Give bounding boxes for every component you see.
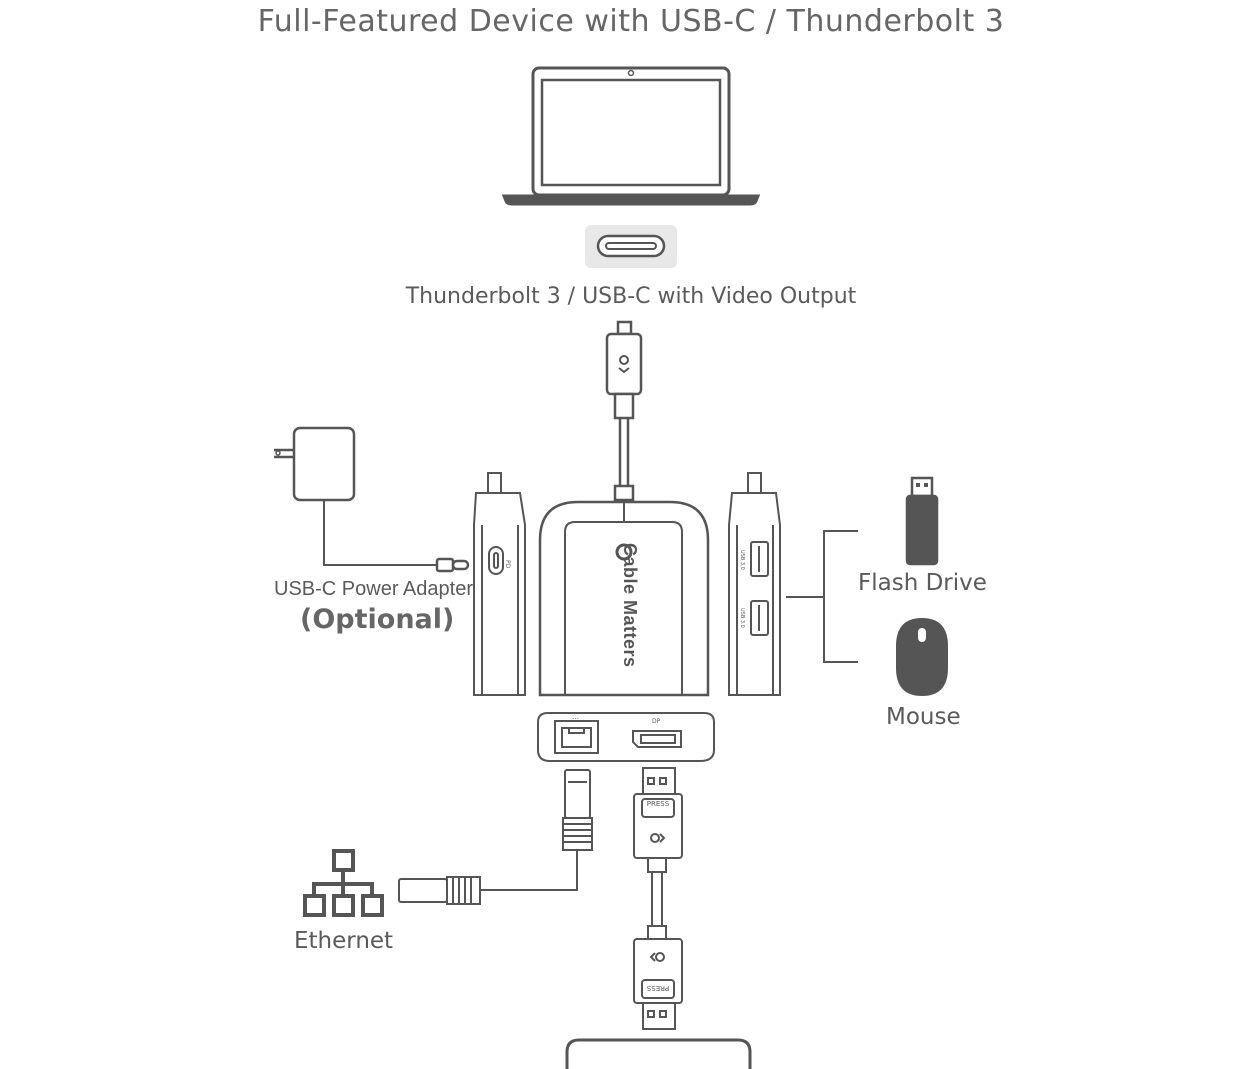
- usb-c-cable: [605, 320, 643, 502]
- ethernet-network-icon: [303, 849, 384, 917]
- accessory-bracket: [786, 530, 858, 663]
- monitor-icon: [565, 1038, 752, 1069]
- hub-front-panel: [537, 712, 715, 762]
- hub-icon: [538, 500, 710, 697]
- brand-logo-icon: [615, 543, 633, 561]
- dp-port-mark: DP: [652, 718, 661, 725]
- dp-press-mark-bottom: PRESS: [646, 984, 669, 992]
- power-adapter-icon: [274, 426, 470, 573]
- flash-drive-label: Flash Drive: [858, 570, 987, 596]
- dp-press-mark-top: PRESS: [647, 800, 670, 808]
- hub-left-side: [473, 472, 526, 696]
- hub-right-side: [728, 472, 781, 696]
- diagram-title: Full-Featured Device with USB-C / Thunde…: [257, 4, 1005, 39]
- flash-drive-icon: [905, 476, 939, 566]
- ethernet-label: Ethernet: [294, 928, 394, 954]
- mouse-icon: [896, 618, 948, 696]
- displayport-cable-icon: [633, 767, 683, 1030]
- pd-port-mark: PD: [504, 560, 511, 569]
- usb-port-mark-bottom: USB 3.0: [739, 608, 745, 628]
- mouse-label: Mouse: [886, 704, 961, 730]
- power-adapter-note: (Optional): [300, 604, 455, 635]
- hub-brand-logo: Cable Matters: [620, 543, 640, 668]
- ethernet-cable: [398, 769, 593, 905]
- laptop-icon: [501, 66, 761, 206]
- usb-port-mark-top: USB 3.0: [739, 550, 745, 570]
- ethernet-port-mark: …: [572, 713, 579, 721]
- port-label: Thunderbolt 3 / USB-C with Video Output: [405, 284, 857, 309]
- power-adapter-label: USB-C Power Adapter: [274, 578, 473, 600]
- usb-c-port-icon: [585, 225, 677, 268]
